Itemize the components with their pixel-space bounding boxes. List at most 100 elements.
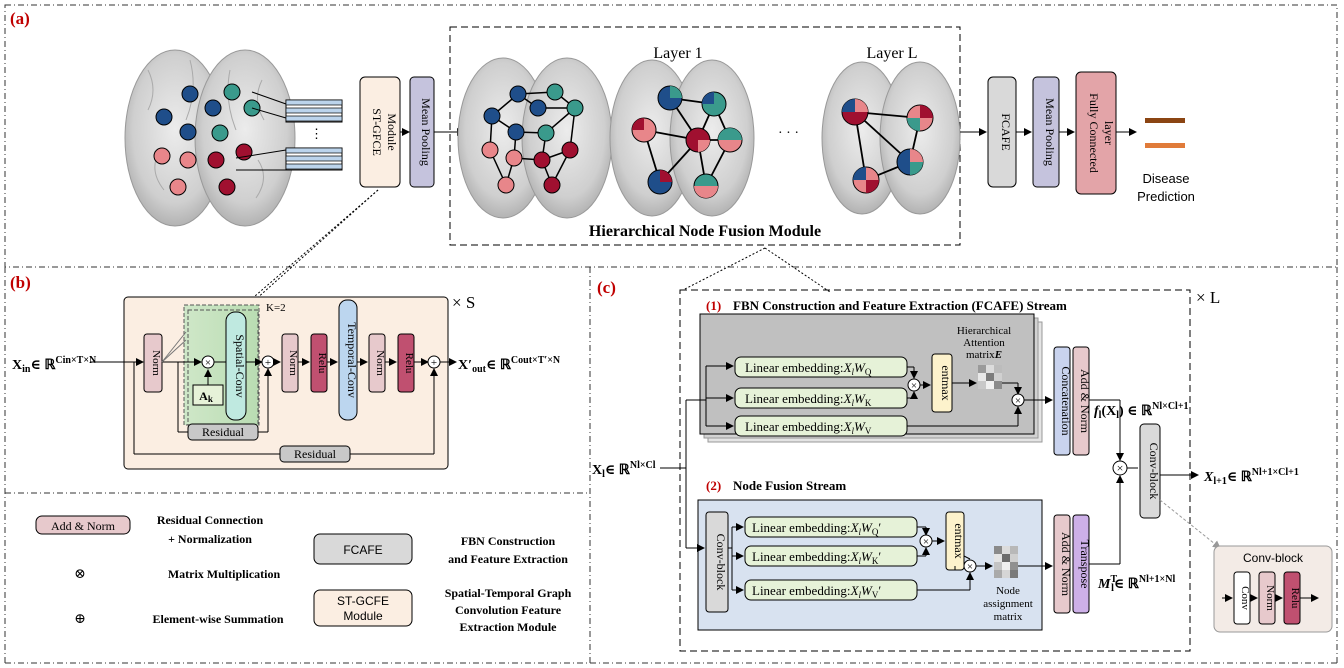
temporal-conv-box <box>338 299 358 421</box>
fully-connected-label-2: layer <box>1102 121 1116 145</box>
panel-a-label: (a) <box>10 9 30 28</box>
graph-brain <box>457 57 613 219</box>
concatenation-box <box>1053 346 1071 456</box>
sum-b-2: + <box>431 357 437 369</box>
residual-1-label: Residual <box>202 425 245 439</box>
ellipsis-vertical: ⋮ <box>310 126 323 141</box>
panel-a-frame <box>4 4 1338 268</box>
legend-add-norm-desc-1: Residual Connection <box>157 513 264 527</box>
stream1-title: FBN Construction and Feature Extraction … <box>733 298 1067 313</box>
st-gfce-label-2: Module <box>385 113 399 150</box>
node-matmul-qk: × <box>923 536 929 548</box>
ham-matrix <box>978 365 1002 389</box>
sum-b-1: + <box>265 357 271 369</box>
layer-1-label: Layer 1 <box>653 45 702 62</box>
linear-embedding-k-label: Linear embedding:XlWK <box>745 391 872 408</box>
layer-l-brain <box>821 61 961 215</box>
norm-2-label: Norm <box>287 350 299 376</box>
conv-label: Conv <box>1239 586 1251 610</box>
legend-sum-symbol: ⊕ <box>74 612 86 627</box>
layer-l-label: Layer L <box>866 45 917 62</box>
matmul-ev: × <box>1015 395 1021 407</box>
mean-pooling-label: Mean Pooling <box>419 98 433 166</box>
prediction-bar-2 <box>1145 143 1185 148</box>
add-norm-2-box <box>1053 514 1071 614</box>
legend: Add & Norm Residual Connection + Normali… <box>35 513 572 634</box>
legend-add-norm-box <box>35 515 131 535</box>
st-gfce-label-1: ST-GFCE <box>370 108 384 156</box>
legend-stgcfe-desc-2: Convolution Feature <box>455 603 562 617</box>
conv-block-detail-title: Conv-block <box>1243 551 1304 565</box>
legend-sum-desc: Element-wise Summation <box>153 612 284 626</box>
legend-fcafe-label: FCAFE <box>343 543 382 557</box>
relu-1-label: Relu <box>316 353 328 374</box>
conv-block-in-label: Conv-block <box>714 534 728 591</box>
linear-embedding-q-label: Linear embedding:XlWQ <box>745 360 872 377</box>
panel-c-label: (c) <box>597 278 616 297</box>
cb-norm-label: Norm <box>1264 585 1276 611</box>
time-series-signals: ⋮ <box>235 91 343 171</box>
hnfm-title: Hierarchical Node Fusion Module <box>589 223 821 240</box>
fully-connected-label-1: Fully Connected <box>1087 93 1101 173</box>
node-linear-k-label: Linear embedding:XlWK′ <box>752 549 881 566</box>
ham-label-2: Attention <box>963 337 1005 349</box>
matmul-final: × <box>1117 461 1124 475</box>
add-norm-1-box <box>1072 346 1090 456</box>
hnfm-detail-frame <box>679 289 1191 652</box>
conv-block-out-box <box>1139 423 1161 519</box>
relu-2-box <box>397 333 415 393</box>
spatial-conv-box <box>225 311 247 421</box>
legend-matmul-symbol: ⊗ <box>74 567 86 582</box>
add-norm-2-label: Add & Norm <box>1059 532 1073 597</box>
times-l-label: × L <box>1196 288 1220 307</box>
output-x: X′out∈ ℝCout×T′×N <box>458 355 561 375</box>
disease-label: Disease <box>1143 171 1190 186</box>
norm-3-box <box>368 333 386 393</box>
matmul-b: × <box>205 357 211 369</box>
legend-matmul-desc: Matrix Multiplication <box>168 567 281 581</box>
norm-1-box <box>143 333 163 393</box>
norm-2-box <box>281 333 299 393</box>
times-s-label: × S <box>452 293 475 312</box>
fcafe-label: FCAFE <box>999 113 1013 150</box>
legend-stgcfe-desc-3: Extraction Module <box>460 620 558 634</box>
add-norm-1-label: Add & Norm <box>1078 369 1092 434</box>
k2-label: K=2 <box>266 302 286 314</box>
norm-1-label: Norm <box>150 350 162 376</box>
legend-stgcfe-label-1: ST-GCFE <box>337 594 389 608</box>
x-l-input: Xl∈ ℝNl×Cl <box>592 460 656 480</box>
prediction-label: Prediction <box>1137 189 1195 204</box>
x-l1-output: Xl+1∈ ℝNl+1×Cl+1 <box>1203 467 1299 487</box>
concatenation-label: Concatenation <box>1059 366 1073 435</box>
layers-ellipsis: · · · <box>778 126 799 141</box>
spatial-conv-label: Spatial-Conv <box>233 334 247 397</box>
node-linear-v-label: Linear embedding:XlWV′ <box>752 583 881 600</box>
legend-fcafe-desc-1: FBN Construction <box>461 534 556 548</box>
relu-2-label: Relu <box>403 353 415 374</box>
norm-3-label: Norm <box>374 350 386 376</box>
cb-relu-label: Relu <box>1289 588 1301 609</box>
legend-stgcfe-box <box>313 589 413 627</box>
panel-b-label: (b) <box>10 273 31 292</box>
node-matmul-v: × <box>967 561 973 573</box>
legend-fcafe-desc-2: and Feature Extraction <box>448 552 568 566</box>
residual-2-label: Residual <box>294 447 337 461</box>
ak-label: Ak <box>199 389 213 404</box>
fully-connected-box <box>1075 71 1117 195</box>
input-brain <box>124 49 296 227</box>
input-x: Xin∈ ℝCin×T×N <box>12 355 97 375</box>
ham-label-1: Hierarchical <box>957 325 1011 337</box>
legend-add-norm-desc-2: + Normalization <box>168 532 252 546</box>
stream1-num: (1) <box>706 298 721 313</box>
matmul-qk: × <box>911 380 917 392</box>
conv-block-out-label: Conv-block <box>1147 443 1161 500</box>
stream2-num: (2) <box>706 478 721 493</box>
relu-1-box <box>310 333 328 393</box>
node-assign-label-1: Node <box>996 585 1020 597</box>
legend-add-norm-label: Add & Norm <box>51 519 116 533</box>
stream2-title: Node Fusion Stream <box>733 478 846 493</box>
layer-1-brain <box>609 59 755 217</box>
legend-fcafe-box <box>313 533 413 565</box>
node-linear-q-label: Linear embedding:XlWQ′ <box>752 520 881 537</box>
